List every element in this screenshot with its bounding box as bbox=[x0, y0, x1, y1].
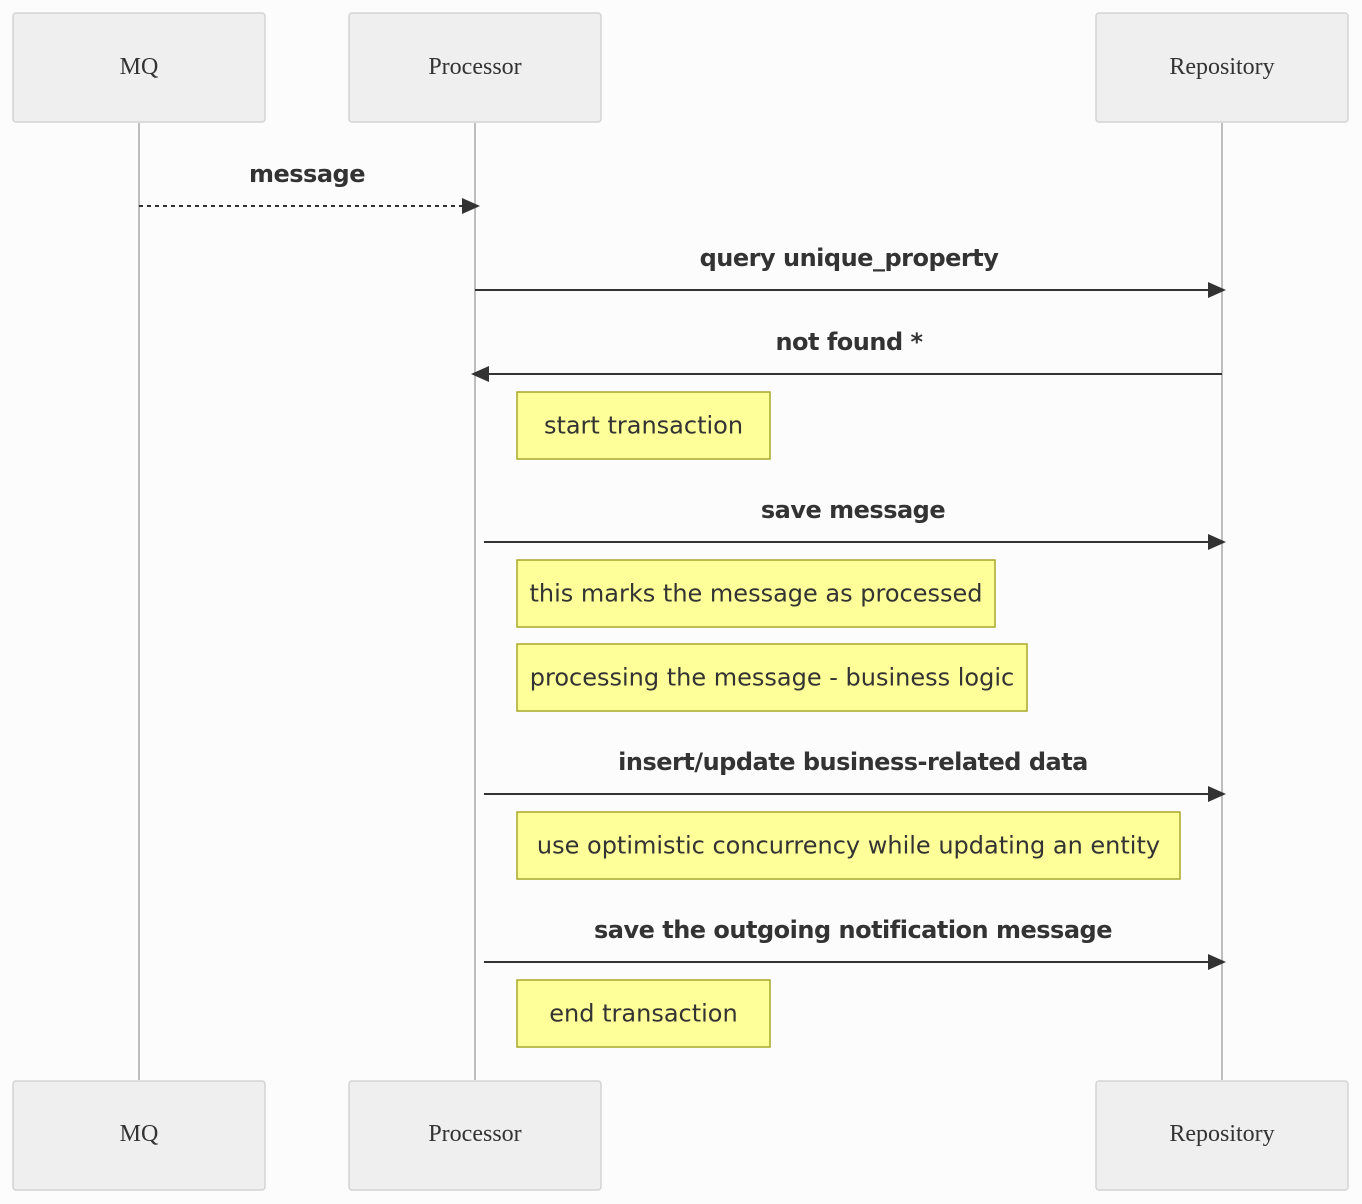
actor-label: Repository bbox=[1169, 1121, 1274, 1147]
actor-processor-top: Processor bbox=[348, 12, 602, 123]
actor-repository-bottom: Repository bbox=[1095, 1080, 1349, 1191]
message-label: query unique_property bbox=[700, 244, 1000, 272]
message-arrow: message bbox=[139, 160, 480, 214]
message-label: not found * bbox=[775, 328, 923, 356]
note-text: use optimistic concurrency while updatin… bbox=[537, 832, 1160, 860]
note: use optimistic concurrency while updatin… bbox=[516, 811, 1181, 880]
note: this marks the message as processed bbox=[516, 559, 996, 628]
note-text: this marks the message as processed bbox=[530, 580, 983, 608]
actor-repository-top: Repository bbox=[1095, 12, 1349, 123]
note: end transaction bbox=[516, 979, 771, 1048]
message-arrow: query unique_property bbox=[475, 244, 1226, 298]
actor-label: Processor bbox=[428, 1121, 521, 1147]
message-arrow: insert/update business-related data bbox=[484, 748, 1226, 802]
note: processing the message - business logic bbox=[516, 643, 1028, 712]
actor-mq-bottom: MQ bbox=[12, 1080, 266, 1191]
message-label: save the outgoing notification message bbox=[594, 916, 1112, 944]
message-arrow: save message bbox=[484, 496, 1226, 550]
message-label: message bbox=[249, 160, 365, 188]
message-label: insert/update business-related data bbox=[618, 748, 1088, 776]
actor-label: Repository bbox=[1169, 54, 1274, 80]
note-text: start transaction bbox=[544, 412, 743, 440]
actor-processor-bottom: Processor bbox=[348, 1080, 602, 1191]
note-text: processing the message - business logic bbox=[530, 664, 1014, 692]
actor-label: Processor bbox=[428, 54, 521, 80]
message-arrow: save the outgoing notification message bbox=[484, 916, 1226, 970]
message-arrow: not found * bbox=[471, 328, 1222, 382]
note-text: end transaction bbox=[549, 1000, 737, 1028]
actor-label: MQ bbox=[120, 54, 159, 80]
actor-mq-top: MQ bbox=[12, 12, 266, 123]
message-label: save message bbox=[761, 496, 945, 524]
actor-label: MQ bbox=[120, 1121, 159, 1147]
note: start transaction bbox=[516, 391, 771, 460]
